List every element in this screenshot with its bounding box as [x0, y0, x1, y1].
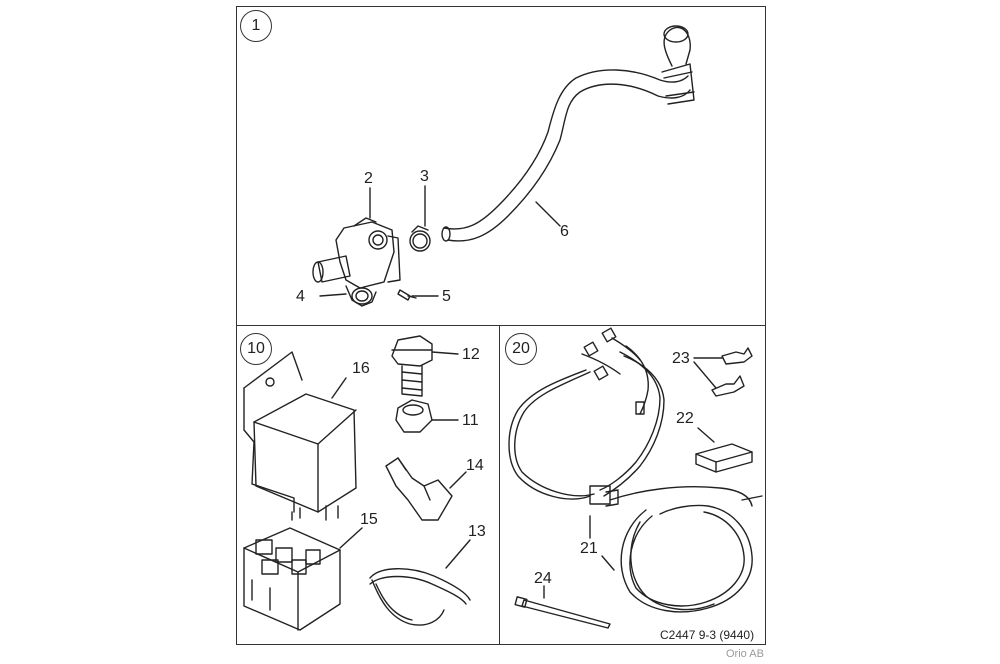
- callout-11: 11: [462, 412, 479, 429]
- figure-reference: C2447 9-3 (9440): [660, 628, 755, 642]
- water-valve: [312, 217, 401, 289]
- callout-24: 24: [534, 570, 552, 587]
- valve-bracket: [345, 285, 377, 307]
- callout-15: 15: [360, 511, 378, 528]
- cable: [369, 568, 471, 626]
- callout-12: 12: [462, 346, 480, 363]
- callout-6: 6: [560, 223, 569, 240]
- callout-16: 16: [352, 360, 370, 377]
- leader-lines-section-10: [331, 351, 471, 569]
- screw: [397, 289, 417, 301]
- callout-13: 13: [468, 523, 486, 540]
- coolant-hose: [441, 25, 695, 242]
- section-number-1: 1: [240, 10, 272, 42]
- panel-section-20: [499, 325, 766, 645]
- leader-lines-section-1: [319, 185, 561, 297]
- callout-23: 23: [672, 350, 690, 367]
- relay: [243, 351, 357, 521]
- callout-21: 21: [580, 540, 598, 557]
- cable-tie: [514, 596, 611, 629]
- leader-lines-section-20: [543, 357, 723, 599]
- nut: [395, 399, 433, 433]
- callout-2: 2: [364, 170, 373, 187]
- terminal: [385, 457, 453, 521]
- copyright-credit: Orio AB: [726, 648, 764, 660]
- wiring-harness: [508, 327, 763, 613]
- connector-housing: [695, 443, 753, 473]
- bolt: [391, 335, 433, 397]
- harness-terminals: [711, 347, 753, 397]
- callout-14: 14: [466, 457, 484, 474]
- relay-socket: [243, 527, 341, 631]
- callout-4: 4: [296, 288, 305, 305]
- callout-5: 5: [442, 288, 451, 305]
- section-number-20: 20: [505, 333, 537, 365]
- callout-3: 3: [420, 168, 429, 185]
- callout-22: 22: [676, 410, 694, 427]
- section-number-10: 10: [240, 333, 272, 365]
- hose-clamp: [409, 225, 431, 252]
